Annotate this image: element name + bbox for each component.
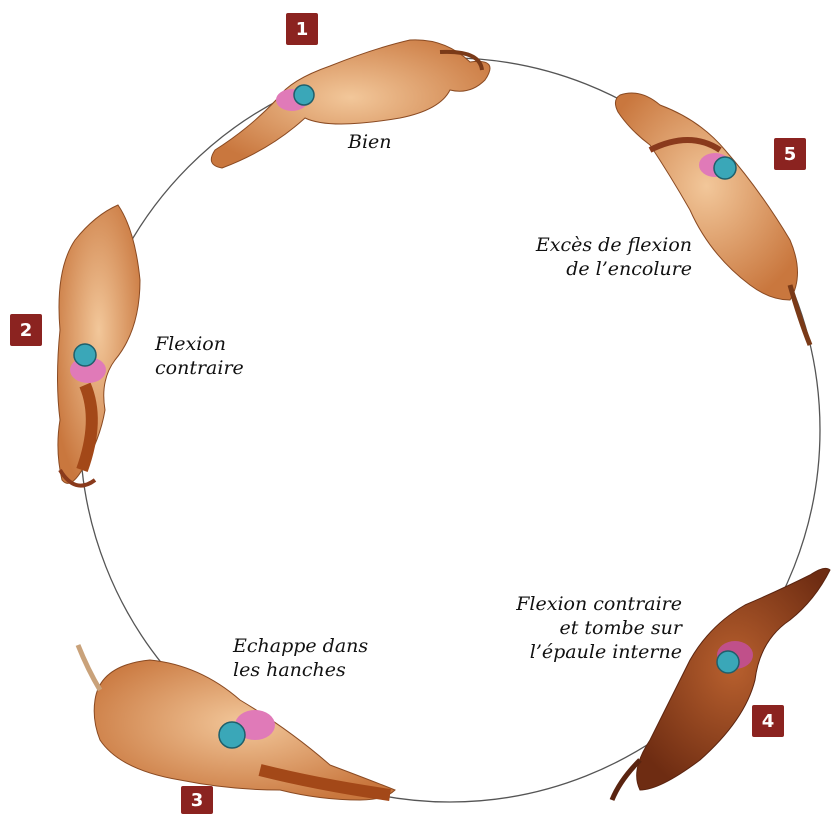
- caption-2-line-1: Flexion: [155, 332, 244, 356]
- caption-1: Bien: [348, 130, 392, 154]
- badge-2: 2: [10, 314, 42, 346]
- caption-3-line-2: les hanches: [233, 658, 368, 682]
- horse-rider-2: [58, 205, 141, 486]
- caption-3-line-1: Echappe dans: [233, 634, 368, 658]
- caption-2-line-2: contraire: [155, 356, 244, 380]
- badge-1: 1: [286, 13, 318, 45]
- caption-4-line-2: et tombe sur: [500, 616, 682, 640]
- caption-1-line-1: Bien: [348, 130, 392, 154]
- caption-4: Flexion contraire et tombe sur l’épaule …: [500, 592, 682, 664]
- caption-4-line-1: Flexion contraire: [500, 592, 682, 616]
- badge-3: 3: [181, 786, 213, 814]
- caption-2: Flexion contraire: [155, 332, 244, 380]
- caption-4-line-3: l’épaule interne: [500, 640, 682, 664]
- caption-5-line-2: de l’encolure: [520, 257, 692, 281]
- caption-5-line-1: Excès de flexion: [520, 233, 692, 257]
- badge-5: 5: [774, 138, 806, 170]
- badge-4: 4: [752, 705, 784, 737]
- caption-5: Excès de flexion de l’encolure: [520, 233, 692, 281]
- caption-3: Echappe dans les hanches: [233, 634, 368, 682]
- horse-rider-5: [615, 93, 810, 345]
